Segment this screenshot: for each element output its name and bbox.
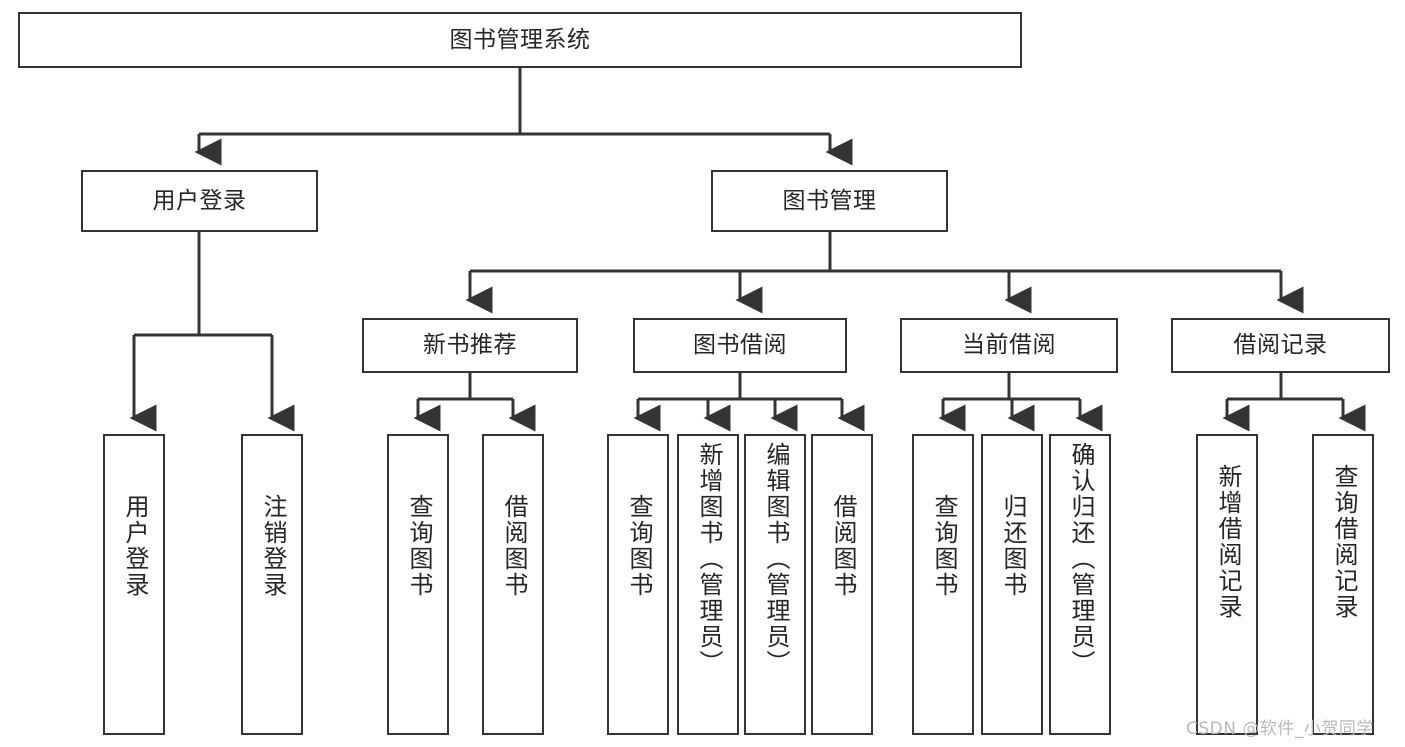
leaf-user-login-logout[interactable]: 注销登录 [241,434,303,735]
leaf-new-book-query[interactable]: 查询图书 [387,434,449,735]
leaf-label: 查询借阅记录 [1329,464,1358,620]
node-root-label: 图书管理系统 [449,26,591,53]
leaf-label: 用户登录 [120,494,149,598]
node-new-book-recommend[interactable]: 新书推荐 [362,318,578,373]
leaf-label: 查询图书 [624,494,653,598]
node-user-login-label: 用户登录 [152,187,247,214]
leaf-current-confirm-return[interactable]: 确认归还（管理员） [1049,434,1111,735]
node-current-borrow[interactable]: 当前借阅 [900,318,1118,373]
node-current-borrow-label: 当前借阅 [962,332,1056,359]
node-book-borrow-label: 图书借阅 [693,332,787,359]
leaf-record-query[interactable]: 查询借阅记录 [1312,434,1374,735]
node-root[interactable]: 图书管理系统 [18,12,1022,68]
leaf-label: 借阅图书 [828,494,857,598]
leaf-current-query-book[interactable]: 查询图书 [912,434,974,735]
leaf-label: 编辑图书（管理员） [761,442,790,676]
leaf-new-book-borrow[interactable]: 借阅图书 [482,434,544,735]
leaf-label: 新增图书（管理员） [694,442,723,676]
leaf-borrow-query-book[interactable]: 查询图书 [607,434,669,735]
leaf-label: 借阅图书 [499,494,528,598]
node-borrow-record[interactable]: 借阅记录 [1171,318,1390,373]
leaf-record-add[interactable]: 新增借阅记录 [1196,434,1258,735]
csdn-watermark: CSDN @软件_小贺同学 [1186,719,1374,739]
leaf-current-return-book[interactable]: 归还图书 [981,434,1043,735]
leaf-label: 查询图书 [929,494,958,598]
node-user-login[interactable]: 用户登录 [81,170,318,232]
leaf-label: 新增借阅记录 [1213,464,1242,620]
leaf-borrow-add-book[interactable]: 新增图书（管理员） [677,434,739,735]
node-book-management-label: 图书管理 [782,187,877,214]
node-new-book-recommend-label: 新书推荐 [423,332,517,359]
leaf-user-login-login[interactable]: 用户登录 [103,434,165,735]
leaf-label: 归还图书 [998,494,1027,598]
leaf-label: 确认归还（管理员） [1066,442,1095,676]
leaf-label: 查询图书 [404,494,433,598]
node-book-borrow[interactable]: 图书借阅 [633,318,847,373]
node-borrow-record-label: 借阅记录 [1233,332,1328,359]
node-book-management[interactable]: 图书管理 [711,170,948,232]
leaf-borrow-edit-book[interactable]: 编辑图书（管理员） [744,434,806,735]
leaf-label: 注销登录 [258,494,287,598]
leaf-borrow-borrow-book[interactable]: 借阅图书 [811,434,873,735]
